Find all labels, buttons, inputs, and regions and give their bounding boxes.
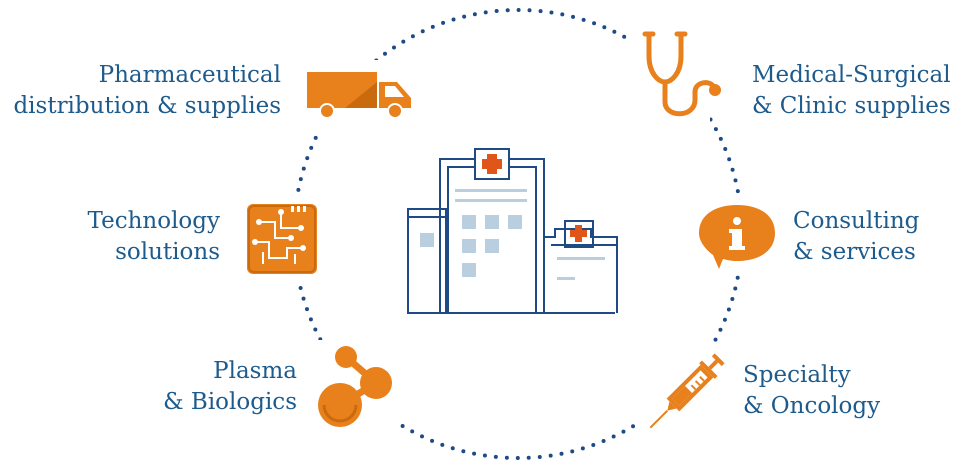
circuit-chip-icon — [247, 204, 317, 274]
segment-label-medsurg-line-2: & Clinic supplies — [752, 93, 951, 119]
stethoscope-icon — [642, 31, 721, 117]
segment-label-medsurg: Medical-Surgical & Clinic supplies — [752, 60, 951, 122]
segment-label-consulting: Consulting & services — [793, 206, 919, 268]
segment-label-technology-line-1: Technology — [87, 208, 220, 234]
segment-label-plasma-line-2: & Biologics — [163, 389, 297, 415]
segment-label-pharma: Pharmaceutical distribution & supplies — [13, 60, 281, 122]
segment-label-pharma-line-2: distribution & supplies — [13, 93, 281, 119]
hospital-buildings-icon — [407, 148, 618, 314]
molecule-icon — [318, 346, 392, 427]
segment-label-pharma-line-1: Pharmaceutical — [98, 62, 281, 88]
segment-label-plasma: Plasma & Biologics — [163, 356, 297, 418]
segment-label-technology: Technology solutions — [88, 206, 220, 268]
segment-label-technology-line-2: solutions — [115, 239, 220, 265]
segment-label-consulting-line-2: & services — [793, 239, 916, 265]
segment-label-medsurg-line-1: Medical-Surgical — [752, 62, 951, 88]
segment-label-plasma-line-1: Plasma — [213, 358, 297, 384]
segment-label-specialty: Specialty & Oncology — [743, 360, 880, 422]
syringe-icon — [649, 353, 725, 429]
segment-label-specialty-line-1: Specialty — [743, 362, 851, 388]
segment-label-specialty-line-2: & Oncology — [743, 393, 881, 419]
segment-label-consulting-line-1: Consulting — [793, 208, 920, 234]
delivery-truck-icon — [307, 72, 411, 119]
info-speech-bubble-icon — [699, 205, 775, 269]
